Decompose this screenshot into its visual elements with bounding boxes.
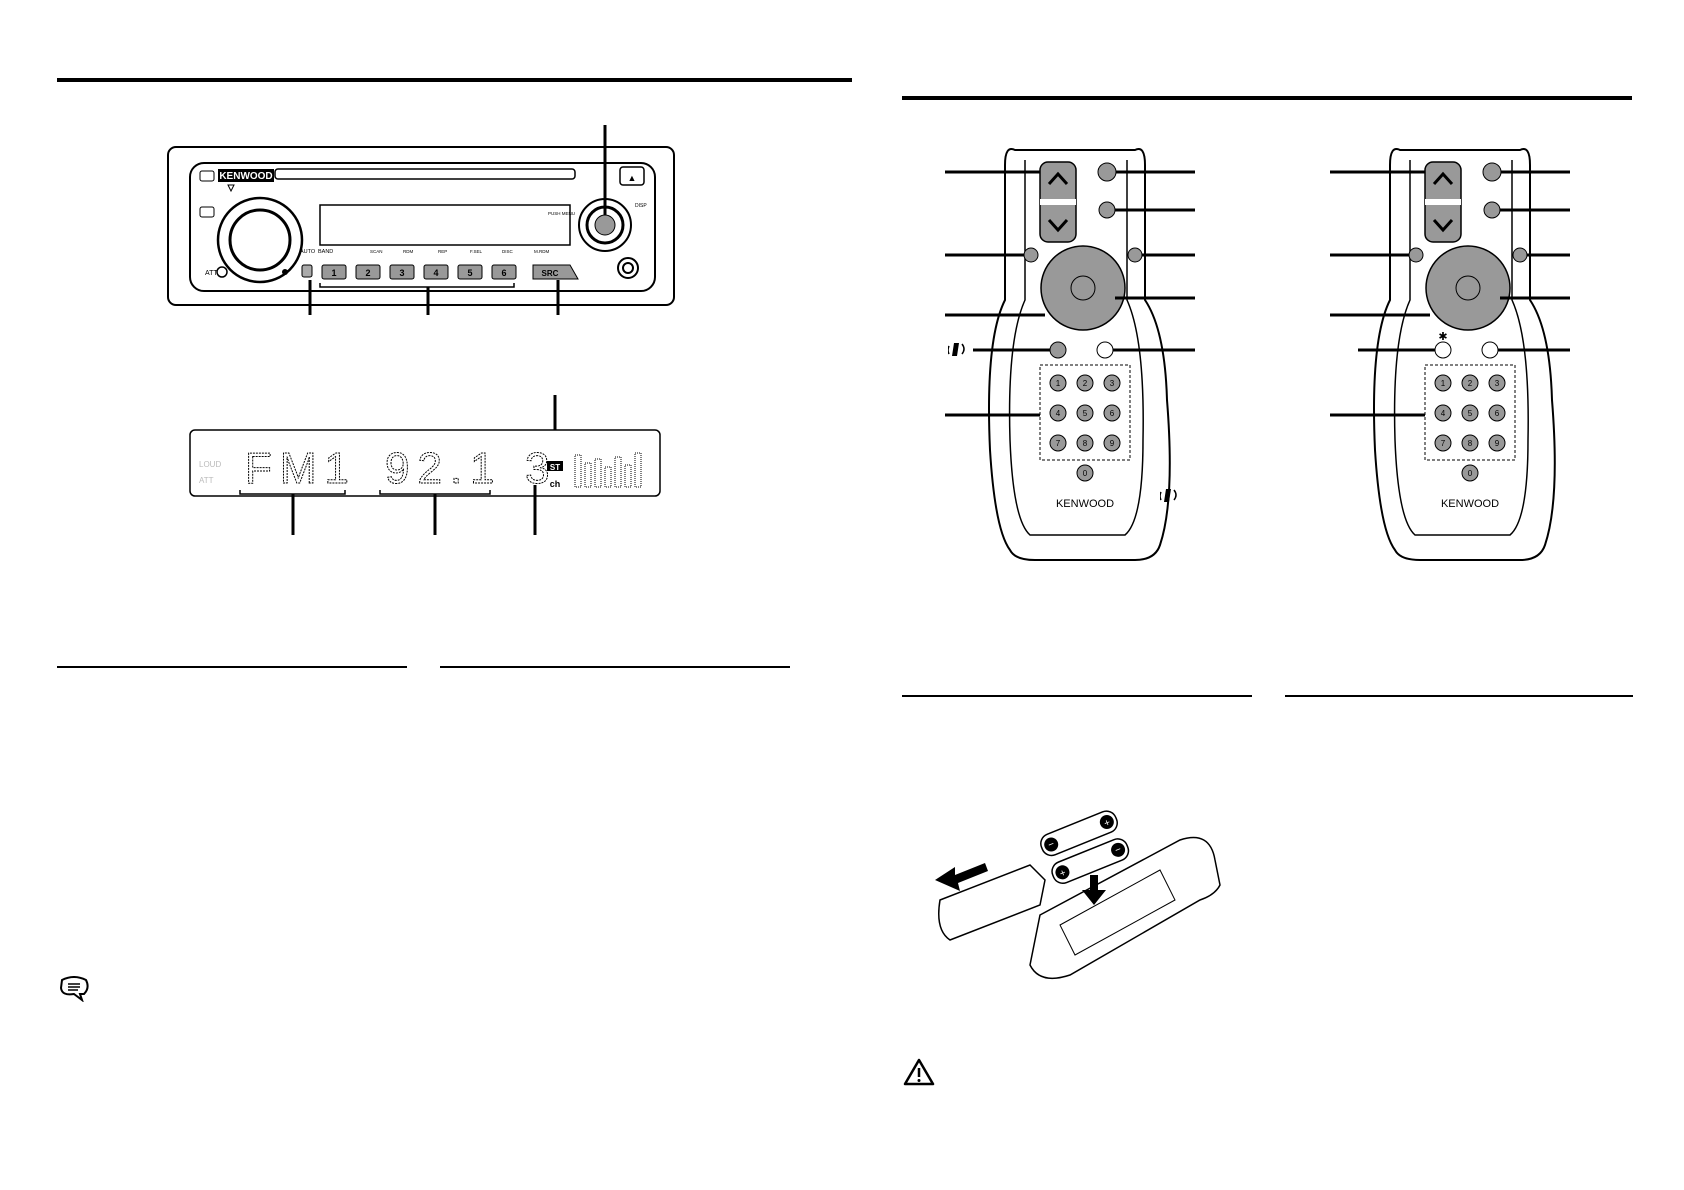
spectrum-analyzer [574, 452, 642, 488]
preset-button[interactable] [389, 264, 415, 280]
preset-button[interactable] [423, 264, 449, 280]
remote2-key[interactable]: 6 [1495, 409, 1500, 418]
remote2-key[interactable]: 7 [1441, 439, 1446, 448]
preset-sublabel-6: M.RDM [534, 249, 549, 254]
remote1-key[interactable]: 4 [1056, 409, 1061, 418]
head-unit-brand: KENWOOD [219, 171, 272, 182]
preset-button[interactable] [321, 264, 347, 280]
svg-text:−: − [1047, 839, 1057, 851]
remote2-key[interactable]: 2 [1468, 379, 1473, 388]
preset-button[interactable] [457, 264, 483, 280]
remote1-key[interactable]: 0 [1083, 469, 1088, 478]
preset-sublabel-5: DISC [502, 249, 514, 254]
preset-button[interactable] [355, 264, 381, 280]
section-rule-3 [902, 695, 1252, 697]
remote-control-1: 1 2 3 4 5 6 7 8 9 0 KENWOOD [945, 148, 1195, 561]
preset-buttons: 1 2 3 4 5 6 [321, 264, 517, 280]
remote1-key[interactable]: 1 [1056, 379, 1061, 388]
preset-sublabel-3: REP [438, 249, 447, 254]
remote1-brand: KENWOOD [1056, 498, 1114, 510]
eject-icon[interactable]: ▲ [628, 173, 637, 183]
remote1-key[interactable]: 5 [1083, 409, 1088, 418]
remote1-key[interactable]: 9 [1110, 439, 1115, 448]
push-menu-label: PUSH MENU [548, 211, 575, 216]
preset-sublabel-4: F.SEL [470, 249, 483, 254]
preset-label: 6 [501, 268, 506, 278]
svg-text:+: + [1058, 867, 1068, 879]
remote2-key[interactable]: 3 [1495, 379, 1500, 388]
att-indicator: ATT [199, 476, 214, 485]
remote-control-2: ✱ 1 2 3 4 5 6 7 8 9 0 KENWOOD [1330, 148, 1570, 561]
remote1-key[interactable]: 7 [1056, 439, 1061, 448]
src-button[interactable]: SRC [542, 269, 559, 278]
disp-label: DISP [635, 203, 647, 209]
preset-button[interactable] [491, 264, 517, 280]
preset-label: 2 [365, 268, 370, 278]
remote1-key[interactable]: 6 [1110, 409, 1115, 418]
display-panel-illustration: LOUD ATT FM1 92.1 3 ST ch [189, 395, 661, 535]
preset-sublabel-2: RDM [403, 249, 413, 254]
section-rule-1 [57, 666, 407, 668]
remote2-brand: KENWOOD [1441, 498, 1499, 510]
note-icon [59, 976, 89, 1002]
channel-indicator: ch [550, 479, 561, 489]
phone-icon [1160, 489, 1177, 502]
preset-sublabel-1: SCAN [370, 249, 383, 254]
stereo-indicator: ST [550, 463, 560, 472]
band-label: BAND [318, 249, 333, 255]
remote1-key[interactable]: 3 [1110, 379, 1115, 388]
remote1-key[interactable]: 2 [1083, 379, 1088, 388]
preset-display: 3 [525, 444, 549, 493]
att-label: ATT [205, 270, 218, 277]
preset-label: 3 [399, 268, 404, 278]
remote2-key[interactable]: 0 [1468, 469, 1473, 478]
star-icon: ✱ [1438, 331, 1447, 343]
remote2-key[interactable]: 4 [1441, 409, 1446, 418]
svg-text:+: + [1103, 817, 1113, 829]
preset-label: 5 [467, 268, 472, 278]
auto-band-label: AUTO [300, 249, 316, 255]
svg-text:−: − [1113, 844, 1123, 856]
phone-icon [948, 343, 965, 356]
remote2-key[interactable]: 1 [1441, 379, 1446, 388]
preset-label: 4 [433, 268, 438, 278]
head-unit-illustration: KENWOOD ATT ▲ DISP PUSH MENU AUTO BAND S… [167, 125, 675, 315]
remote2-key[interactable]: 9 [1495, 439, 1500, 448]
warning-icon [903, 1058, 935, 1086]
loud-indicator: LOUD [199, 460, 221, 469]
remote1-key[interactable]: 8 [1083, 439, 1088, 448]
battery-installation-illustration: − + + − [935, 810, 1221, 980]
preset-label: 1 [331, 268, 336, 278]
header-rule-right [902, 96, 1632, 100]
section-rule-4 [1285, 695, 1633, 697]
remote2-key[interactable]: 5 [1468, 409, 1473, 418]
frequency-display: 92.1 [385, 444, 503, 493]
band-display: FM1 [245, 444, 357, 493]
header-rule-left [57, 78, 852, 82]
section-rule-2 [440, 666, 790, 668]
remote2-key[interactable]: 8 [1468, 439, 1473, 448]
